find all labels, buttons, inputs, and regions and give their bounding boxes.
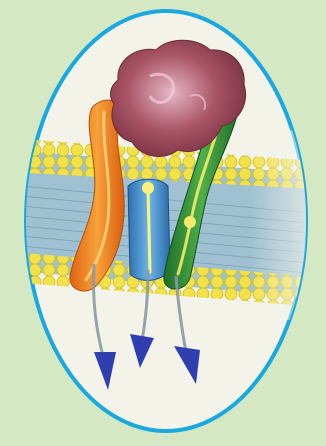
blue-helix-icon [128, 179, 170, 280]
